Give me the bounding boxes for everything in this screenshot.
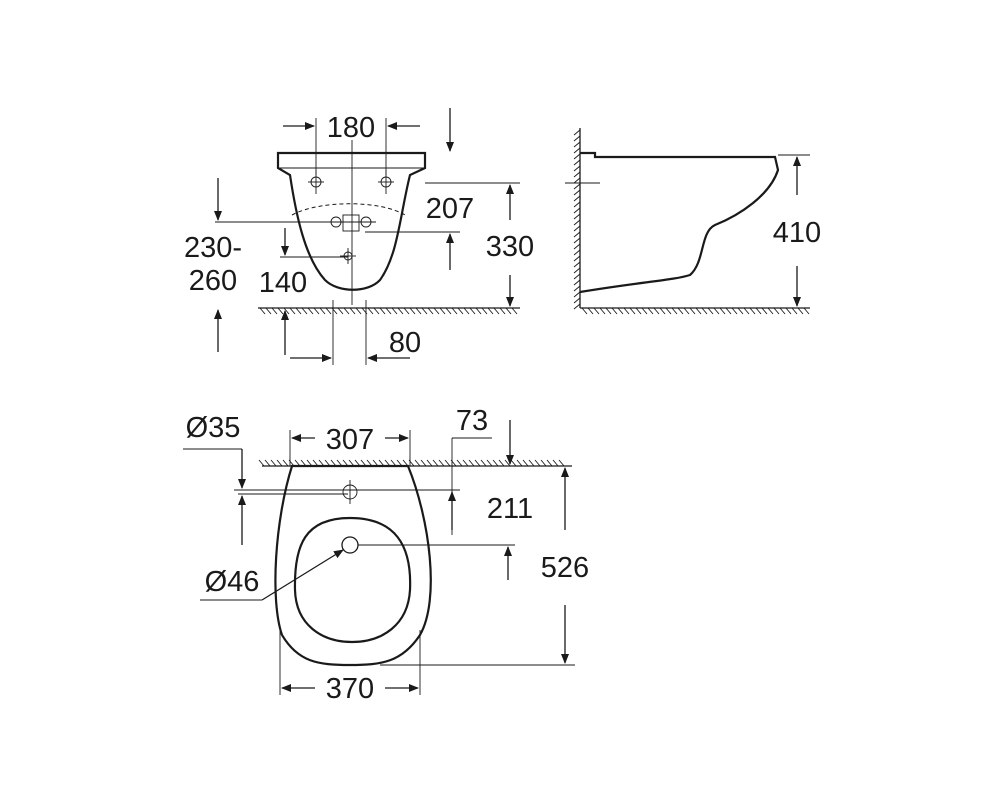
top-view: Ø35 307 73 211 526 Ø46 370 — [183, 405, 589, 705]
dim-wall-offset: 73 — [456, 405, 488, 437]
dim-drain-hole: Ø46 — [205, 566, 260, 598]
supply-connection — [326, 214, 376, 232]
dim-mount-height: 207 — [426, 193, 474, 225]
bidet-bowl-outline — [293, 516, 412, 644]
dim-bottom-width: 80 — [389, 327, 421, 359]
bidet-side-outline — [579, 151, 780, 294]
bidet-front-outline — [276, 151, 427, 291]
front-view: 180 207 330 230- 260 140 80 — [184, 108, 534, 365]
dim-tap-hole: Ø35 — [186, 412, 241, 444]
dim-total-length: 526 — [541, 552, 589, 584]
dim-inlet-height-a: 230- — [184, 232, 242, 264]
drain-hole — [341, 536, 515, 554]
dim-bottom-height: 140 — [259, 267, 307, 299]
dim-back-width: 307 — [326, 424, 374, 456]
dim-side-height: 410 — [773, 217, 821, 249]
dim-top-width: 180 — [327, 112, 375, 144]
dim-inlet-height-b: 260 — [189, 265, 237, 297]
drain-hole-front — [340, 248, 356, 264]
bidet-top-outline — [274, 464, 432, 667]
side-view: 410 — [565, 128, 821, 315]
tap-hole — [342, 480, 358, 504]
dim-tap-distance: 211 — [487, 493, 533, 525]
dim-total-height: 330 — [486, 231, 534, 263]
dim-total-width: 370 — [326, 673, 374, 705]
floor-hatch-front — [258, 307, 520, 315]
